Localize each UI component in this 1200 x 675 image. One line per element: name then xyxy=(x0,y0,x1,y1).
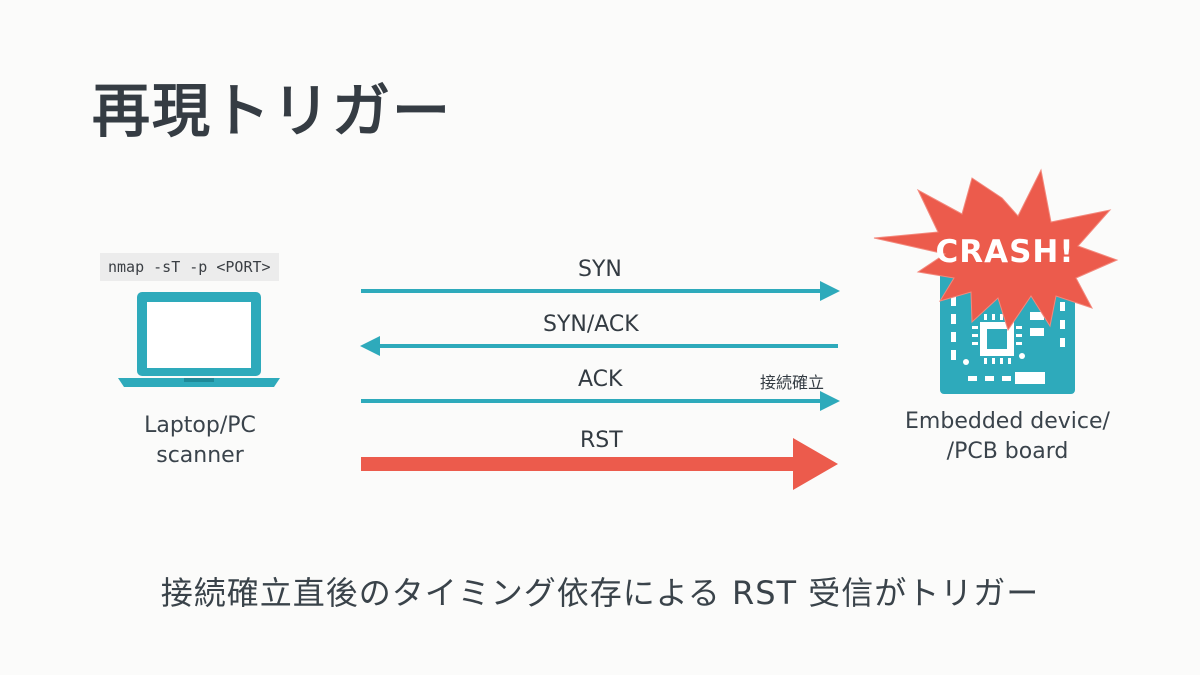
command-snippet: nmap -sT -p <PORT> xyxy=(100,253,279,281)
laptop-icon xyxy=(118,292,280,387)
rst-label: RST xyxy=(580,428,623,453)
page-title: 再現トリガー xyxy=(92,77,453,145)
synack-label: SYN/ACK xyxy=(543,312,639,337)
synack-arrow xyxy=(360,336,838,356)
ack-label: ACK xyxy=(578,367,623,392)
connection-established-note: 接続確立 xyxy=(760,373,825,392)
syn-arrow xyxy=(361,281,840,301)
laptop-label: Laptop/PC scanner xyxy=(110,411,290,471)
device-label: Embedded device/ /PCB board xyxy=(890,407,1125,467)
crash-label: CRASH! xyxy=(935,234,1075,270)
ack-arrow xyxy=(361,391,840,411)
rst-arrow xyxy=(361,438,838,490)
device-label-line2: /PCB board xyxy=(946,439,1069,464)
laptop-label-line2: scanner xyxy=(156,443,244,468)
device-label-line1: Embedded device/ xyxy=(905,409,1110,434)
crash-burst-icon xyxy=(873,168,1119,332)
syn-label: SYN xyxy=(578,257,622,282)
laptop-label-line1: Laptop/PC xyxy=(144,413,256,438)
footer-caption: 接続確立直後のタイミング依存による RST 受信がトリガー xyxy=(160,574,1040,612)
